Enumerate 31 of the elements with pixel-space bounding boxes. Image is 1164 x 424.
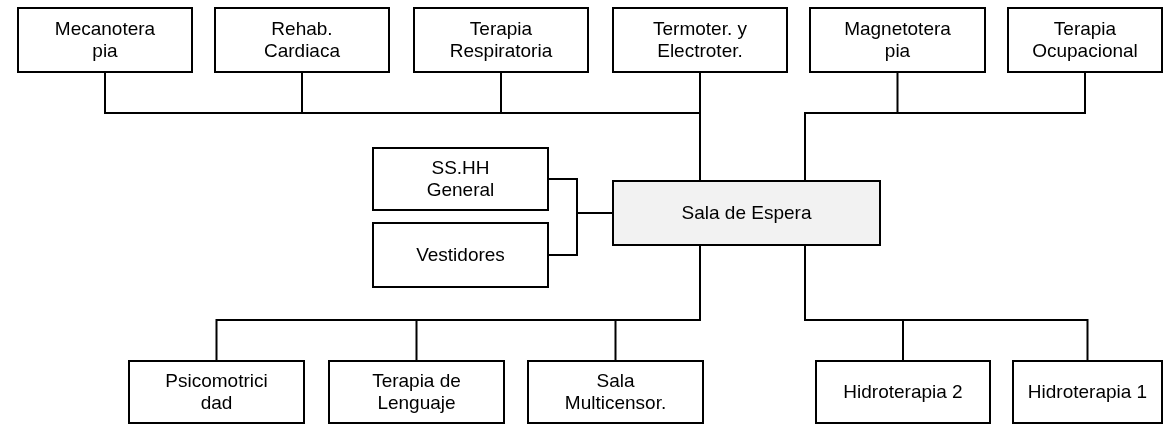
room-box (527, 360, 704, 424)
room-label: Termoter. y Electroter. (652, 18, 748, 62)
room-box (612, 7, 788, 73)
room-label: Terapia Ocupacional (1031, 18, 1139, 62)
room-label: Mecanotera pia (53, 18, 157, 62)
room-box (1007, 7, 1163, 73)
room-label: Terapia Respiratoria (448, 18, 554, 62)
room-label: Psicomotrici dad (164, 370, 269, 414)
room-box (372, 147, 549, 211)
room-label: Sala Multicensor. (563, 370, 668, 414)
connector-line (548, 212, 613, 256)
room-label: Rehab. Cardiaca (262, 18, 341, 62)
room-label: Sala de Espera (681, 202, 812, 224)
room-label: Terapia de Lenguaje (371, 370, 462, 414)
hub-box (612, 180, 881, 246)
connector-line (699, 72, 701, 181)
room-label: Hidroterapia 1 (1027, 381, 1148, 403)
room-box (214, 7, 390, 73)
room-box (815, 360, 991, 424)
room-box (1012, 360, 1163, 424)
room-label: Vestidores (416, 244, 505, 266)
room-label: SS.HH General (425, 157, 496, 201)
room-box (809, 7, 986, 73)
room-box (128, 360, 305, 424)
room-label: Hidroterapia 2 (843, 381, 963, 403)
room-box (413, 7, 589, 73)
room-label: Magnetotera pia (843, 18, 952, 62)
room-box (328, 360, 505, 424)
room-box (17, 7, 193, 73)
room-box (372, 222, 549, 288)
connector-line (614, 245, 701, 361)
